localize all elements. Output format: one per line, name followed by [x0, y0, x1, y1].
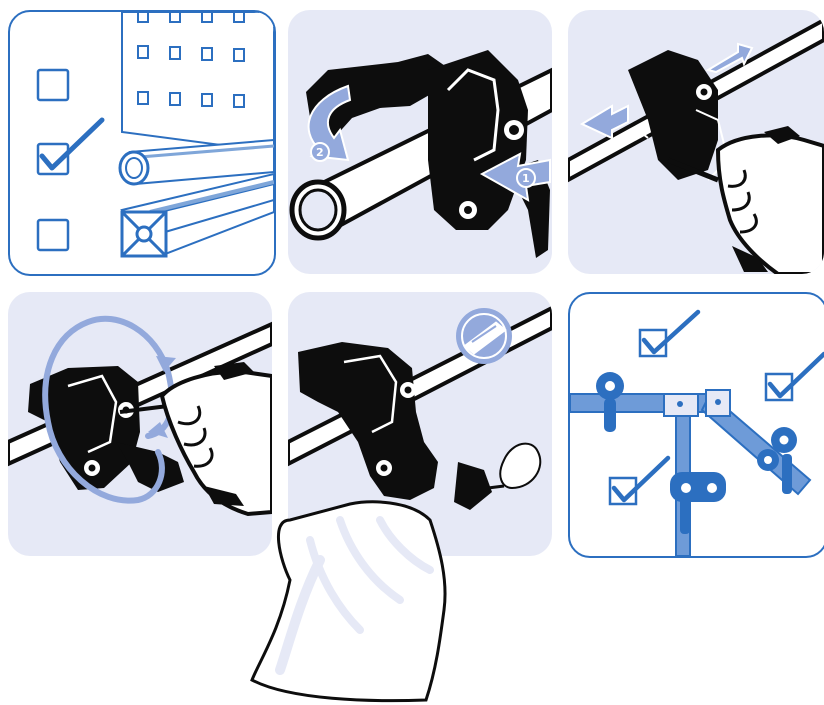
- clamp-icon: [757, 427, 797, 494]
- panel-tighten: [8, 292, 272, 556]
- checkbox-1-icon: [38, 70, 68, 100]
- round-tube-icon: [120, 140, 274, 184]
- profile-selection-illustration: [10, 12, 274, 274]
- checkmark-icon: [610, 458, 668, 504]
- slide-adjust-illustration: [568, 10, 824, 274]
- hand-icon: [718, 126, 824, 274]
- checkmark-icon: [640, 312, 698, 356]
- tighten-illustration: [8, 292, 272, 556]
- aluminium-profile-icon: [122, 174, 274, 256]
- checkmark-icon: [766, 354, 824, 400]
- step-1-label: 1: [522, 172, 530, 185]
- razor-blade-icon: [456, 308, 512, 364]
- checkbox-3-icon: [38, 220, 68, 250]
- small-bag-icon: [488, 444, 540, 488]
- step-2-label: 2: [316, 146, 324, 159]
- panel-system-ok: [568, 292, 824, 558]
- mount-clamp-illustration: 1 2: [288, 10, 552, 274]
- panel-mount-clamp: 1 2: [288, 10, 552, 274]
- panel-slide-adjust: [568, 10, 824, 274]
- frame-system-illustration: [570, 294, 824, 556]
- bag-icon: [250, 480, 460, 705]
- panel-choose-profile: [8, 10, 276, 276]
